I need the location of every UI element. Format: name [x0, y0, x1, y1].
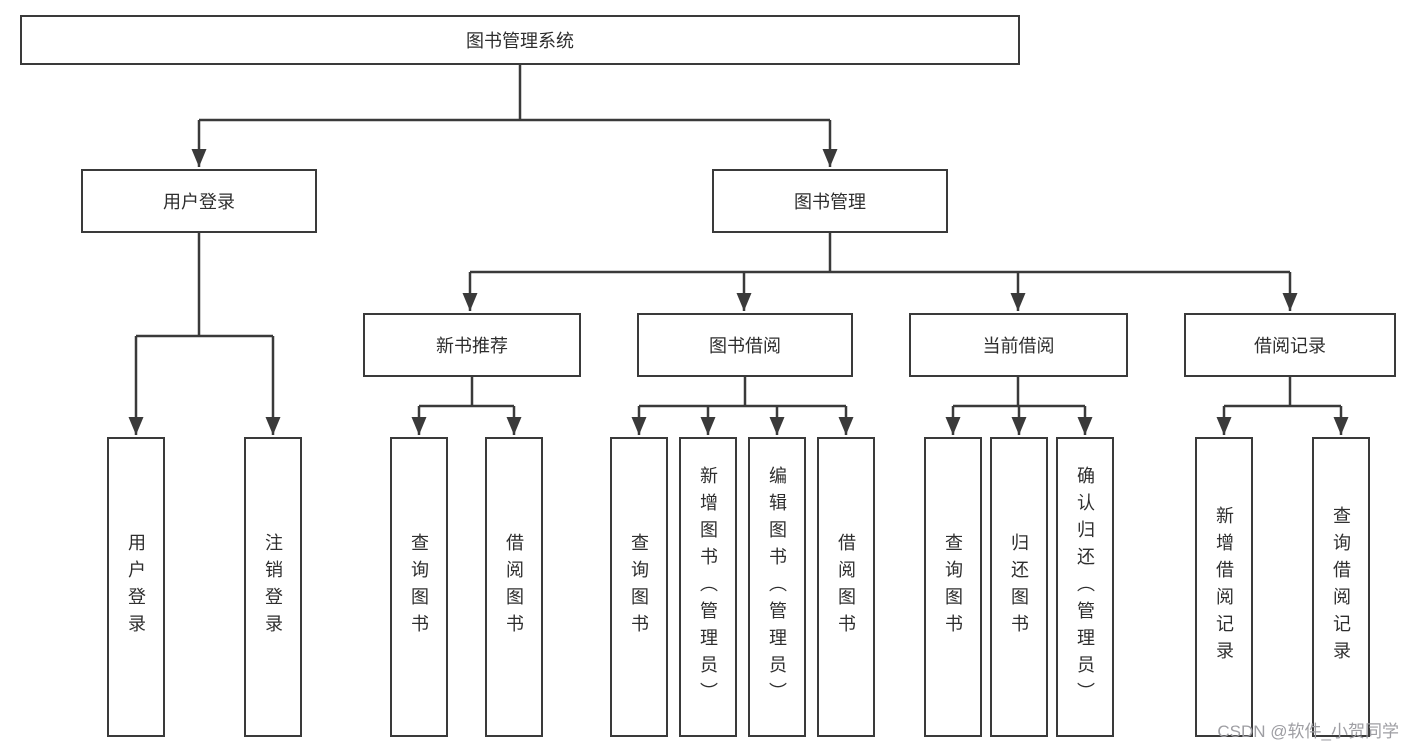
node-borrow-records: 借阅记录 [1184, 313, 1396, 377]
node-book-management: 图书管理 [712, 169, 948, 233]
leaf-user-login-label: 用户登录 [126, 533, 146, 641]
leaf-borrowing-borrow-book: 借阅图书 [817, 437, 875, 737]
node-current-borrowing-label: 当前借阅 [982, 336, 1055, 356]
leaf-borrowing-query-book: 查询图书 [610, 437, 668, 737]
leaf-borrowing-query-book-label: 查询图书 [629, 533, 649, 641]
node-user-login: 用户登录 [81, 169, 317, 233]
leaf-borrowing-edit-book-label: 编辑图书（管理员） [767, 465, 787, 709]
leaf-current-return-book: 归还图书 [990, 437, 1048, 737]
leaf-logout: 注销登录 [244, 437, 302, 737]
leaf-current-query-book-label: 查询图书 [943, 533, 963, 641]
leaf-recommend-query-book: 查询图书 [390, 437, 448, 737]
node-root-label: 图书管理系统 [466, 31, 574, 51]
leaf-current-return-book-label: 归还图书 [1009, 533, 1029, 641]
leaf-borrowing-add-book-label: 新增图书（管理员） [698, 465, 718, 709]
leaf-record-add: 新增借阅记录 [1195, 437, 1253, 737]
node-root: 图书管理系统 [20, 15, 1020, 65]
leaf-record-add-label: 新增借阅记录 [1214, 506, 1234, 668]
leaf-user-login: 用户登录 [107, 437, 165, 737]
node-book-management-label: 图书管理 [794, 192, 866, 212]
leaf-current-confirm-return-label: 确认归还（管理员） [1075, 465, 1095, 709]
leaf-current-confirm-return: 确认归还（管理员） [1056, 437, 1114, 737]
leaf-recommend-borrow-book: 借阅图书 [485, 437, 543, 737]
leaf-current-query-book: 查询图书 [924, 437, 982, 737]
leaf-logout-label: 注销登录 [263, 533, 283, 641]
leaf-borrowing-edit-book: 编辑图书（管理员） [748, 437, 806, 737]
node-user-login-label: 用户登录 [163, 192, 235, 212]
leaf-recommend-query-book-label: 查询图书 [409, 533, 429, 641]
csdn-watermark: CSDN @软件_小贺同学 [1217, 722, 1399, 741]
node-current-borrowing: 当前借阅 [909, 313, 1128, 377]
leaf-record-query-label: 查询借阅记录 [1331, 506, 1351, 668]
node-book-borrowing: 图书借阅 [637, 313, 853, 377]
leaf-record-query: 查询借阅记录 [1312, 437, 1370, 737]
node-new-book-recommend-label: 新书推荐 [436, 336, 508, 356]
leaf-borrowing-borrow-book-label: 借阅图书 [836, 533, 856, 641]
leaf-borrowing-add-book: 新增图书（管理员） [679, 437, 737, 737]
leaf-recommend-borrow-book-label: 借阅图书 [504, 533, 524, 641]
node-borrow-records-label: 借阅记录 [1254, 336, 1326, 356]
node-new-book-recommend: 新书推荐 [363, 313, 581, 377]
node-book-borrowing-label: 图书借阅 [709, 336, 781, 356]
